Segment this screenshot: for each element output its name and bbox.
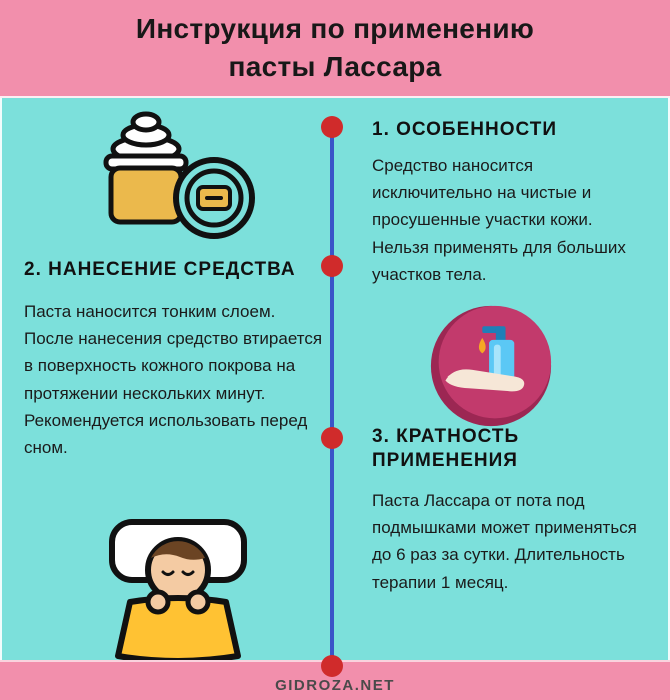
sleeping-person-icon	[78, 508, 278, 673]
page-title-line-1: Инструкция по применению	[135, 13, 535, 45]
timeline-dot	[321, 116, 343, 138]
section-heading-application: 2. НАНЕСЕНИЕ СРЕДСТВА	[24, 259, 296, 280]
timeline-dot	[321, 427, 343, 449]
timeline-dot	[321, 655, 343, 677]
section-heading-frequency: 3. КРАТНОСТЬ ПРИМЕНЕНИЯ	[372, 426, 520, 471]
section-body-frequency: Паста Лассара от пота под подмышками мож…	[372, 491, 637, 592]
timeline-dot	[321, 255, 343, 277]
section-body-application: Паста наносится тонким слоем. После нане…	[24, 302, 323, 457]
soap-dispenser-hand-icon	[428, 303, 554, 434]
timeline-line	[330, 127, 334, 677]
section-heading-features: 1. ОСОБЕННОСТИ	[372, 119, 557, 140]
cream-jar-icon	[84, 102, 260, 259]
header-band: Инструкция по применению пасты Лассара	[0, 0, 670, 98]
site-name: GIDROZA.NET	[275, 676, 395, 694]
page-title-line-2: пасты Лассара	[228, 51, 442, 82]
section-body-features: Средство наносится исключительно на чист…	[372, 156, 626, 284]
